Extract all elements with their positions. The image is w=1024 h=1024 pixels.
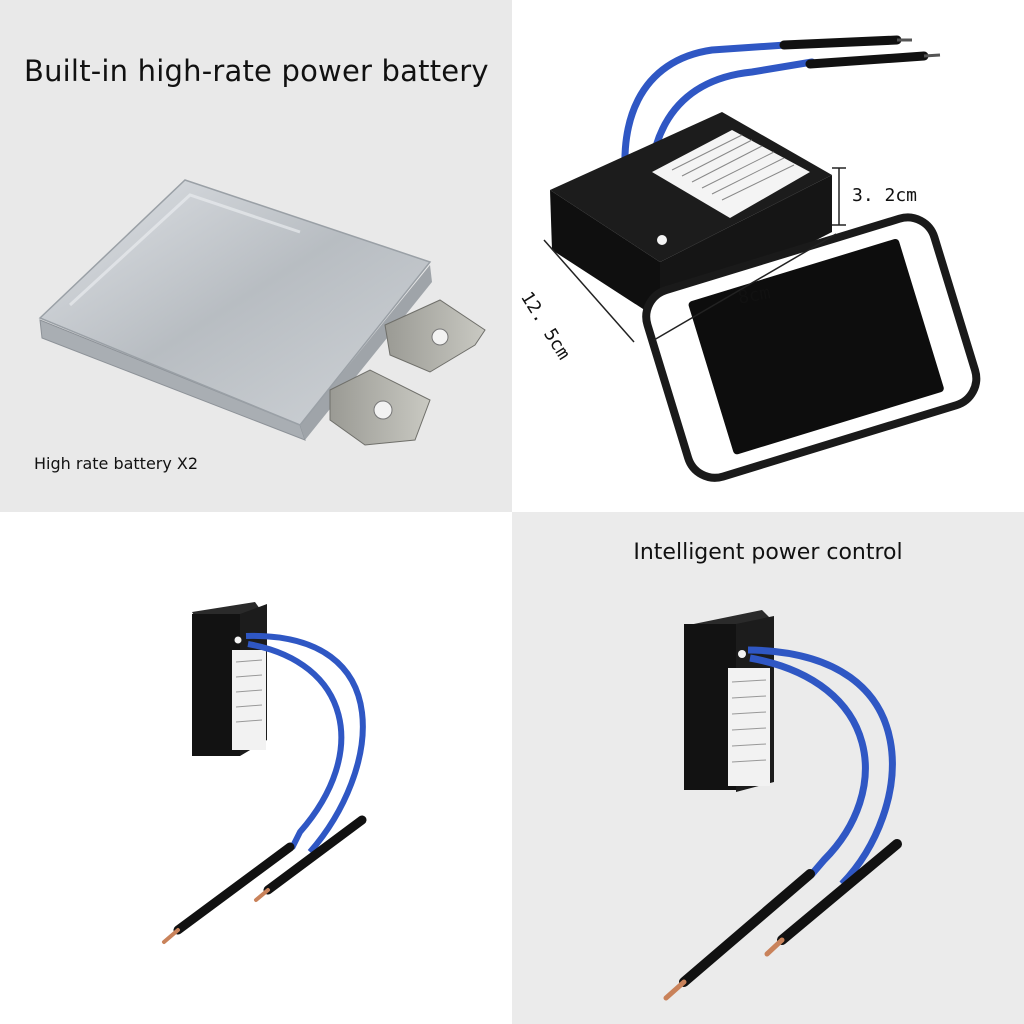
panel-title: Intelligent power control bbox=[633, 540, 903, 565]
panel-dimensions: 3. 2cm 8cm 12. 5cm bbox=[512, 0, 1024, 512]
battery-caption: High rate battery X2 bbox=[34, 454, 199, 473]
battery-image bbox=[38, 179, 486, 446]
panel-title: Built-in high-rate power battery bbox=[24, 54, 489, 88]
panel-product bbox=[0, 512, 512, 1024]
dimension-height: 3. 2cm bbox=[852, 185, 918, 206]
dimension-image bbox=[543, 35, 981, 482]
product-image bbox=[162, 602, 367, 944]
control-image bbox=[663, 610, 902, 1001]
panel-battery: Built-in high-rate power battery High ra… bbox=[0, 0, 512, 512]
panel-control: Intelligent power control bbox=[512, 512, 1024, 1024]
